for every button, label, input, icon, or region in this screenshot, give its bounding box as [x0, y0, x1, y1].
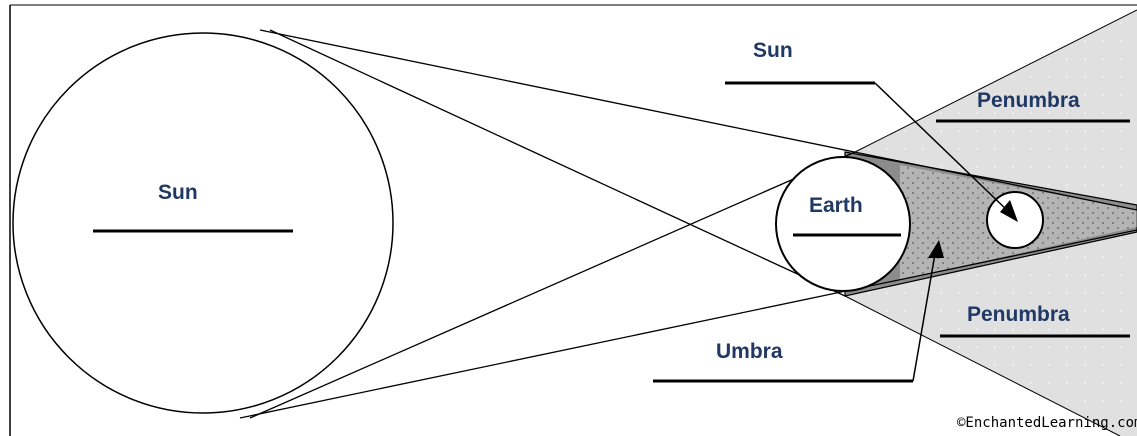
- sun-pointer-line: [874, 82, 1011, 214]
- sun-circle: [12, 32, 394, 414]
- inner-tangent-top: [269, 29, 846, 297]
- earth-circle: [775, 156, 911, 292]
- inner-tangent-bottom: [249, 151, 856, 419]
- credit-text: ©EnchantedLearning.com: [957, 415, 1137, 431]
- sun-label: Sun: [158, 181, 198, 204]
- sun-pointer-label: Sun: [753, 39, 793, 62]
- penumbra-edge-top: [854, 9, 1137, 153]
- earth-label: Earth: [809, 194, 863, 217]
- umbra-pointer-arrowhead: [928, 240, 944, 258]
- sun-pointer-arrowhead: [1000, 200, 1018, 222]
- penumbra-top-label: Penumbra: [977, 89, 1080, 112]
- umbra-label: Umbra: [716, 340, 783, 363]
- penumbra-edge-bottom: [844, 295, 1121, 436]
- penumbra-bottom-label: Penumbra: [967, 303, 1070, 326]
- outer-tangent-top: [259, 29, 1137, 211]
- umbra-pointer-line: [912, 253, 936, 382]
- outer-tangent-bottom: [239, 229, 1137, 419]
